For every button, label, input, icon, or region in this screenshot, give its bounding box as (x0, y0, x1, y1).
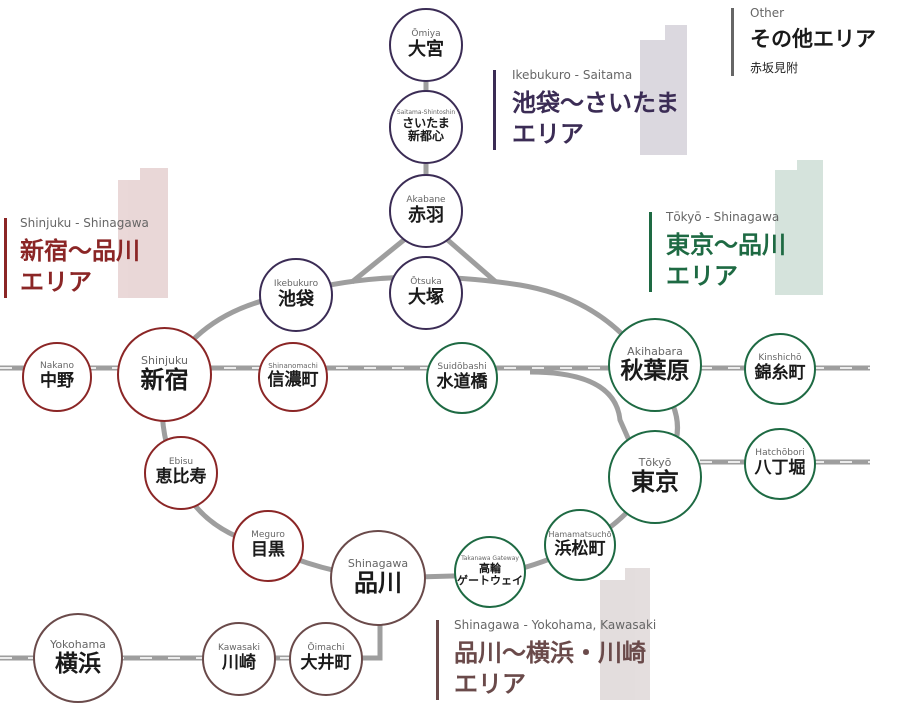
station-label-en: Ikebukuro (273, 278, 319, 289)
station-label-jp: 目黒 (251, 540, 285, 561)
station-label-jp: 高輪 ゲートウェイ (457, 561, 523, 588)
area-shinagawa[interactable]: Shinagawa - Yokohama, Kawasaki 品川～横浜・川崎 … (444, 618, 656, 700)
area-other-en: Other (750, 6, 785, 20)
station-label-jp: 大宮 (408, 38, 444, 60)
station-label-jp: 中野 (40, 371, 74, 392)
area-ikebukuro-en: Ikebukuro - Saitama (512, 68, 633, 82)
station-label-jp: 八丁堀 (754, 458, 806, 479)
area-shinjuku[interactable]: Shinjuku - Shinagawa 新宿～品川 エリア (10, 216, 149, 298)
track-akabane-ikebukuro (350, 233, 412, 284)
station-label-jp: 品川 (354, 569, 402, 598)
area-ikebukuro-jp2: エリア (512, 120, 584, 149)
station-label-en: Yokohama (50, 637, 106, 651)
building-shinjuku (118, 168, 168, 298)
area-shinagawa-en: Shinagawa - Yokohama, Kawasaki (454, 618, 657, 632)
station-label-jp: 池袋 (278, 288, 314, 310)
station-label-en: Shinjuku (140, 353, 188, 367)
station-label-jp: 大井町 (300, 653, 352, 674)
station-label-en: Nakano (39, 361, 75, 372)
station-shinanomachi[interactable]: Shinanomachi 信濃町 (258, 342, 328, 412)
station-label-en: Kinshichō (758, 353, 802, 364)
station-label-jp: 秋葉原 (620, 357, 690, 384)
station-label-en: Akabane (406, 194, 446, 205)
station-kinshicho[interactable]: Kinshichō 錦糸町 (744, 333, 816, 405)
area-other: Other その他エリア 赤坂見附 (740, 6, 876, 76)
station-akabane[interactable]: Akabane 赤羽 (389, 174, 463, 248)
station-ikebukuro[interactable]: Ikebukuro 池袋 (259, 258, 333, 332)
station-label-en: Hamamatsuchō (548, 529, 612, 539)
station-shinjuku[interactable]: Shinjuku 新宿 (117, 327, 212, 422)
area-shinjuku-en: Shinjuku - Shinagawa (20, 216, 149, 230)
station-otsuka[interactable]: Ōtsuka 大塚 (389, 256, 463, 330)
track-suidobashi-tokyo (529, 369, 643, 467)
station-shinagawa[interactable]: Shinagawa 品川 (330, 530, 426, 626)
station-label-en: Ōtsuka (410, 276, 442, 287)
area-tokyo-jp1: 東京～品川 (666, 231, 786, 259)
station-label-en: Akihabara (627, 344, 683, 358)
area-ikebukuro-jp1: 池袋～さいたま (512, 89, 680, 117)
area-shinagawa-jp2: エリア (454, 670, 526, 699)
building-shinagawa (600, 568, 650, 700)
station-takanawa-gateway[interactable]: Takanawa Gateway 高輪 ゲートウェイ (454, 536, 526, 608)
building-ikebukuro (640, 25, 687, 155)
station-label-jp: 浜松町 (554, 538, 606, 559)
station-label-en: Hatchōbori (755, 448, 805, 459)
station-tokyo[interactable]: Tōkyō 東京 (608, 430, 702, 524)
station-yokohama[interactable]: Yokohama 横浜 (33, 613, 123, 703)
area-shinjuku-jp1: 新宿～品川 (20, 237, 140, 265)
station-label-jp: 東京 (631, 468, 679, 497)
station-label-jp: 水道橋 (436, 372, 488, 393)
station-label-jp: 恵比寿 (155, 467, 207, 488)
station-label-en: Ebisu (168, 457, 194, 468)
station-label-jp: 横浜 (55, 650, 101, 677)
area-shinagawa-jp1: 品川～横浜・川崎 (454, 639, 646, 667)
station-label-jp: 新宿 (140, 365, 189, 394)
station-label-jp: 赤羽 (408, 204, 444, 226)
station-label-en: Ōimachi (307, 643, 345, 654)
station-hatchobori[interactable]: Hatchōbori 八丁堀 (744, 428, 816, 500)
station-label-en: Tōkyō (638, 456, 672, 470)
station-suidobashi[interactable]: Suidōbashi 水道橋 (426, 342, 498, 414)
area-other-sub[interactable]: 赤坂見附 (750, 61, 799, 76)
station-omiya[interactable]: Ōmiya 大宮 (389, 8, 463, 82)
station-label-jp: 錦糸町 (754, 363, 806, 384)
area-tokyo-en: Tōkyō - Shinagawa (666, 210, 780, 224)
area-tokyo[interactable]: Tōkyō - Shinagawa 東京～品川 エリア (656, 210, 786, 292)
station-label-jp: 川崎 (222, 653, 256, 674)
building-tokyo (775, 160, 823, 295)
station-label-en: Suidōbashi (437, 362, 487, 373)
area-tokyo-jp2: エリア (666, 262, 738, 291)
station-label-en: Shinanomachi (268, 362, 318, 371)
station-label-en: Takanawa Gateway (461, 555, 519, 563)
station-label-jp: さいたま 新都心 (402, 115, 450, 144)
station-nakano[interactable]: Nakano 中野 (22, 342, 92, 412)
station-meguro[interactable]: Meguro 目黒 (232, 510, 304, 582)
station-kawasaki[interactable]: Kawasaki 川崎 (202, 622, 276, 696)
station-ebisu[interactable]: Ebisu 恵比寿 (144, 436, 218, 510)
station-oimachi[interactable]: Ōimachi 大井町 (289, 622, 363, 696)
station-hamamatsucho[interactable]: Hamamatsuchō 浜松町 (544, 509, 616, 581)
station-label-en: Kawasaki (217, 643, 261, 654)
area-shinjuku-jp2: エリア (20, 268, 92, 297)
area-ikebukuro[interactable]: Ikebukuro - Saitama 池袋～さいたま エリア (502, 68, 679, 150)
track-akabane-otsuka (440, 233, 498, 284)
station-akihabara[interactable]: Akihabara 秋葉原 (608, 318, 702, 412)
station-label-en: Ōmiya (411, 28, 441, 39)
station-label-jp: 信濃町 (267, 370, 319, 391)
station-label-jp: 大塚 (408, 286, 444, 308)
area-other-jp: その他エリア (750, 27, 876, 51)
station-label-en: Saitama-Shintoshin (396, 108, 456, 116)
station-saitama-shintoshin[interactable]: Saitama-Shintoshin さいたま 新都心 (389, 90, 463, 164)
station-label-en: Meguro (251, 530, 285, 541)
station-label-en: Shinagawa (347, 557, 409, 571)
